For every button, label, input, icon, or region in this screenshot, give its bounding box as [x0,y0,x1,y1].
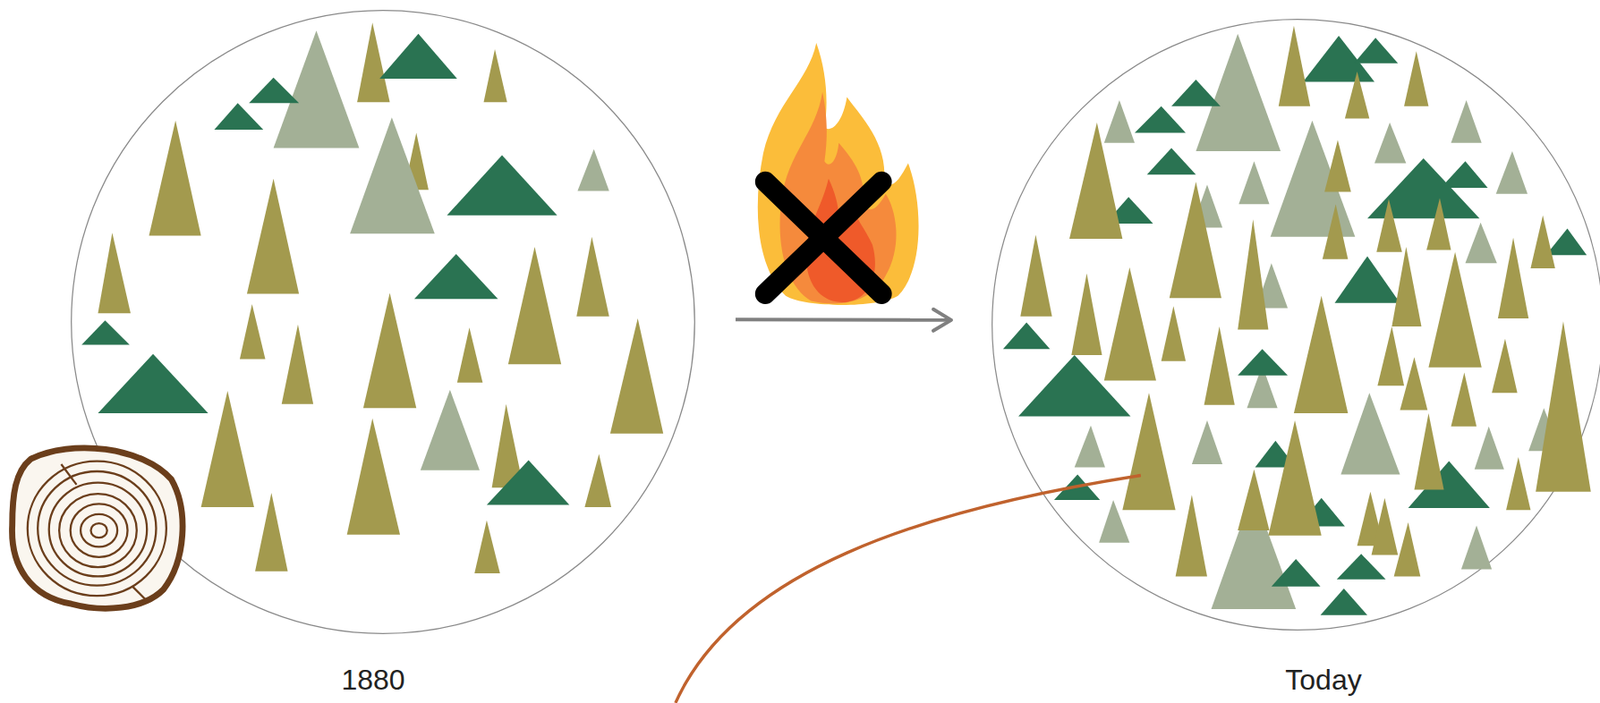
trees-1880 [81,22,664,574]
forest-circle: 1880 [70,9,696,635]
circle-outline [70,9,696,635]
leader-line [675,476,1141,703]
year-label: 1880 [340,663,405,698]
circle-outline [991,18,1600,631]
trees-today [1003,25,1592,616]
fire-symbol [757,42,920,306]
forest-circle: Today [991,18,1600,631]
process-arrow [735,309,952,332]
tree-ring-icon [12,448,183,609]
year-label: Today [1285,663,1362,698]
